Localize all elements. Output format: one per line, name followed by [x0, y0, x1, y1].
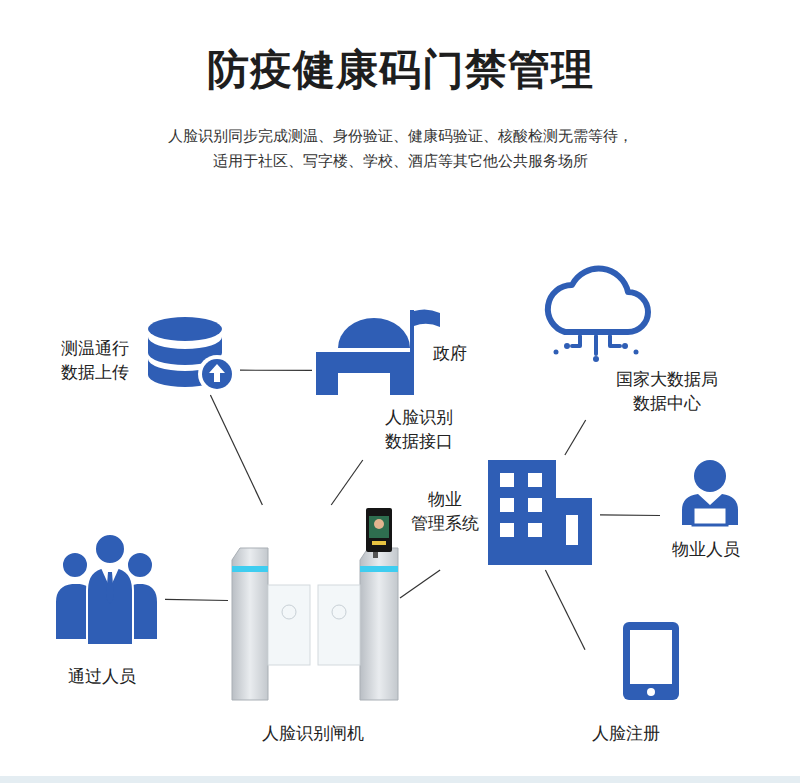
connector-line — [210, 395, 262, 505]
terminal-display — [369, 516, 389, 538]
connector-line — [400, 570, 440, 598]
indicator-light — [360, 566, 398, 572]
node-label: 人脸识别 数据接口 — [374, 406, 464, 454]
window — [500, 523, 514, 537]
upload-circle — [202, 359, 232, 389]
staff-icon — [682, 460, 738, 525]
tablet-body — [623, 622, 679, 700]
laptop — [693, 507, 727, 525]
connector-line — [565, 420, 586, 455]
node-label: 通过人员 — [68, 665, 136, 689]
window — [566, 515, 578, 545]
node-label: 物业 管理系统 — [405, 488, 485, 536]
tablet-icon — [623, 622, 679, 700]
face — [374, 519, 384, 529]
circuit-dot — [593, 356, 599, 362]
node-label: 政府 — [433, 342, 467, 366]
node-box: 通过人员 — [48, 530, 165, 695]
bottom-bar — [0, 776, 800, 783]
node-box: 政府人脸识别 数据接口 — [312, 300, 487, 460]
head — [127, 552, 153, 578]
node-box: 人脸注册 — [585, 612, 685, 752]
window — [500, 473, 514, 487]
home-button — [647, 688, 655, 696]
node-label: 国家大数据局 数据中心 — [612, 368, 722, 416]
body — [682, 494, 738, 525]
building-base — [316, 352, 410, 395]
glass-flap — [318, 585, 360, 665]
node-label: 人脸注册 — [592, 722, 660, 746]
flag — [414, 309, 440, 327]
circuit-dot — [622, 343, 628, 349]
turnstile-illustration — [232, 508, 398, 700]
terminal-screen — [366, 508, 392, 552]
body — [87, 567, 133, 645]
node-label: 测温通行 数据上传 — [55, 337, 135, 385]
head — [95, 534, 125, 564]
subtitle-text: 人脸识别同步完成测温、身份验证、健康码验证、核酸检测无需等待， 适用于社区、写字… — [150, 124, 650, 174]
connector-line — [331, 460, 363, 505]
circuit-line — [572, 336, 580, 346]
database-icon — [148, 317, 236, 393]
circuit-dot — [554, 350, 559, 355]
disk-top — [148, 317, 222, 341]
cloud-outline — [548, 269, 648, 332]
connector-line — [240, 370, 312, 371]
people-icon — [55, 534, 158, 645]
window — [528, 498, 542, 512]
flap-logo — [332, 605, 346, 619]
upload-ring — [198, 355, 236, 393]
status-bar — [372, 541, 386, 545]
connector-line — [165, 599, 228, 600]
dome — [338, 318, 410, 348]
window — [500, 498, 514, 512]
circuit-line — [594, 336, 598, 354]
node-box: 物业人员 — [660, 450, 755, 565]
tower — [488, 460, 556, 565]
connector-line — [600, 514, 660, 516]
window — [528, 523, 542, 537]
government-icon — [316, 309, 440, 395]
glass-flap — [268, 585, 310, 665]
node-box: 人脸识别闸机 — [228, 505, 400, 750]
node-box: 物业 管理系统 — [405, 455, 600, 570]
circuit-dot — [634, 350, 639, 355]
tie — [106, 572, 114, 604]
head — [62, 552, 88, 578]
tablet-screen — [630, 630, 672, 684]
annex — [556, 498, 592, 565]
circuit-line — [610, 336, 620, 346]
node-box: 国家大数据局 数据中心 — [535, 265, 730, 420]
flag-pole — [410, 310, 414, 395]
node-label: 人脸识别闸机 — [262, 722, 364, 746]
circuit-dot — [564, 343, 570, 349]
title: 防疫健康码门禁管理 — [0, 42, 800, 98]
gate-pillar — [360, 548, 398, 700]
upload-arrow — [209, 364, 225, 382]
head — [694, 460, 726, 492]
connector-line — [545, 570, 585, 650]
office-building-icon — [488, 460, 592, 565]
node-box: 测温通行 数据上传 — [55, 315, 240, 395]
indicator-light — [232, 566, 268, 572]
flap-logo — [282, 605, 296, 619]
cloud-icon — [548, 269, 648, 362]
window — [528, 473, 542, 487]
node-label: 物业人员 — [672, 538, 740, 562]
gate-pillar — [232, 548, 268, 700]
